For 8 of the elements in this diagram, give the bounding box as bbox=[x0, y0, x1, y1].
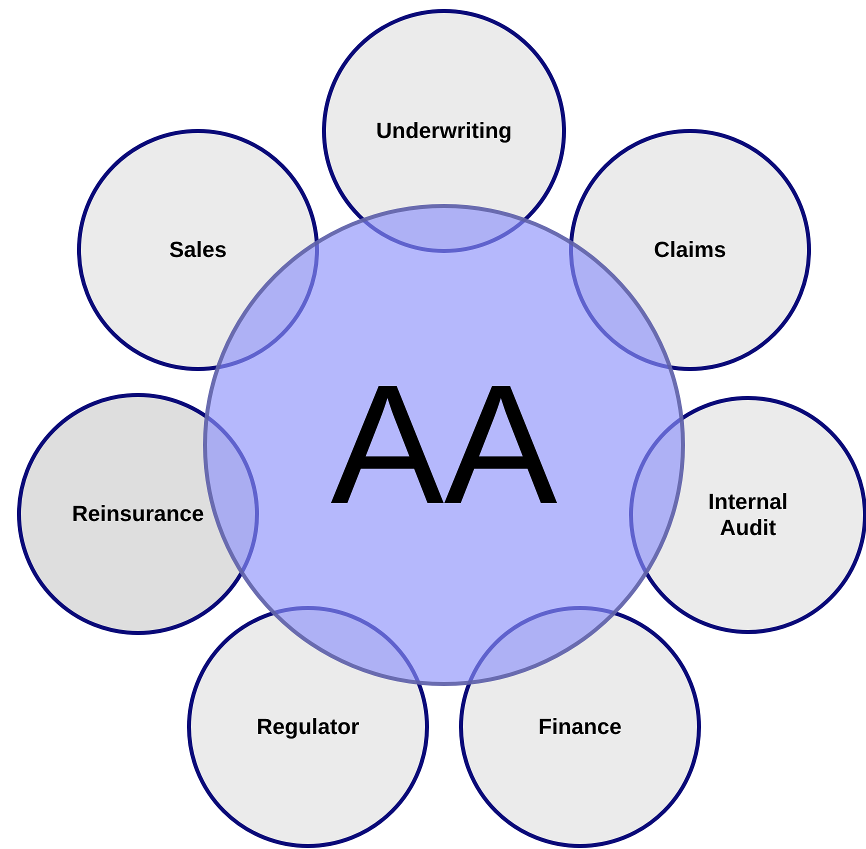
circle-label: Claims bbox=[654, 237, 726, 263]
center-label: AA bbox=[330, 360, 558, 530]
circle-label: Finance bbox=[538, 714, 622, 740]
circle-label: Reinsurance bbox=[72, 501, 204, 527]
circle-label: Regulator bbox=[256, 714, 360, 740]
circle-label: Internal Audit bbox=[707, 489, 789, 541]
circle-label: Underwriting bbox=[376, 118, 512, 144]
circle-label: Sales bbox=[169, 237, 227, 263]
